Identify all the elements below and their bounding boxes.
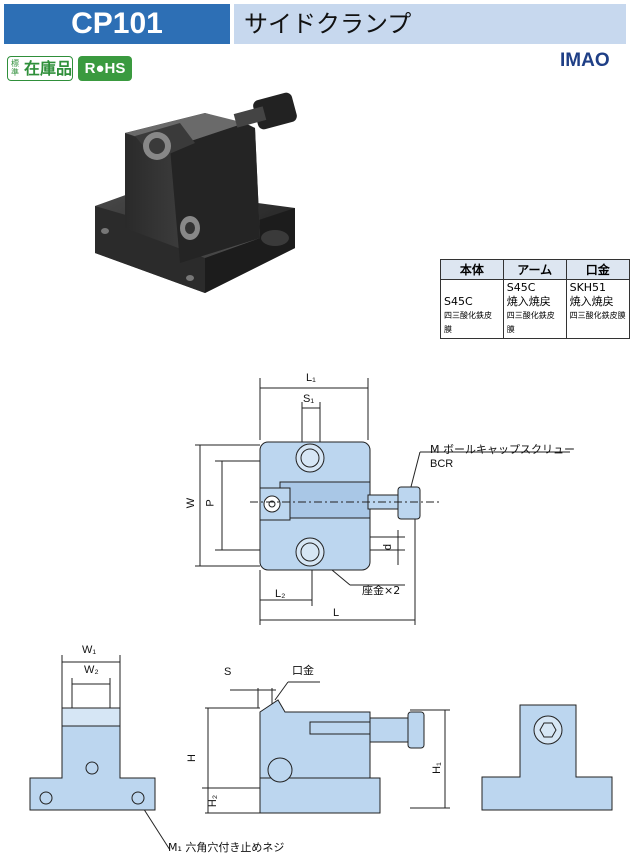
dim-w1: W₁: [82, 644, 97, 656]
product-photo: [95, 92, 297, 293]
dim-d: d: [382, 543, 395, 551]
dim-p: P: [204, 499, 217, 507]
dim-w2: W₂: [84, 664, 99, 676]
screw-label: M ボールキャップスクリュー: [430, 443, 575, 456]
dim-l1: L₁: [306, 372, 316, 384]
material-header-jaw: 口金: [565, 259, 630, 280]
washer-label: 座金×2: [362, 584, 401, 597]
dim-l: L: [333, 607, 340, 619]
dim-h: H: [185, 754, 198, 762]
top-view-drawing: [195, 378, 570, 625]
dim-l2: L₂: [275, 588, 286, 600]
side-view-drawing: [202, 681, 450, 814]
material-cell-jaw: SKH51 焼入焼戻 四三酸化鉄皮膜: [565, 279, 630, 339]
material-jaw-treatment: 焼入焼戻: [569, 295, 614, 308]
material-arm-grade: S45C: [506, 281, 536, 294]
dim-h1: H₁: [430, 762, 443, 774]
material-arm-finish: 四三酸化鉄皮膜: [506, 311, 555, 334]
material-header-arm: アーム: [502, 259, 567, 280]
dim-h2: H₂: [207, 794, 220, 808]
material-jaw-finish: 四三酸化鉄皮膜: [569, 311, 626, 320]
material-cell-body: S45C 四三酸化鉄皮膜: [440, 279, 504, 339]
bcr-label: BCR: [430, 458, 454, 470]
material-body-finish: 四三酸化鉄皮膜: [444, 311, 492, 334]
part-number-title: CP101: [4, 4, 230, 44]
stock-badge-label: 在庫品: [24, 59, 73, 78]
product-name-title: サイドクランプ: [234, 4, 626, 44]
material-arm-treatment: 焼入焼戻: [506, 295, 551, 308]
front-view-drawing: [29, 655, 170, 850]
material-jaw-grade: SKH51: [569, 281, 607, 294]
material-cell-arm: S45C 焼入焼戻 四三酸化鉄皮膜: [502, 279, 567, 339]
dim-w: W: [185, 497, 198, 509]
stock-badge-small: 標準: [11, 59, 19, 77]
jaw-label: 口金: [292, 664, 314, 677]
brand-logo: IMAO: [560, 50, 610, 71]
setscrew-label: M₁ 六角穴付き止めネジ: [168, 841, 285, 854]
rohs-badge: R●HS: [78, 56, 132, 81]
material-body-grade: S45C: [444, 295, 473, 308]
dim-s: S: [224, 666, 232, 678]
rear-view-drawing: [481, 704, 613, 811]
material-table: 本体 アーム 口金 S45C 四三酸化鉄皮膜 S45C 焼入焼戻 四三酸化鉄皮膜…: [440, 259, 630, 339]
stock-badge: 標準 在庫品: [7, 56, 73, 81]
material-header-body: 本体: [440, 259, 504, 280]
dim-s1: S₁: [303, 393, 315, 405]
